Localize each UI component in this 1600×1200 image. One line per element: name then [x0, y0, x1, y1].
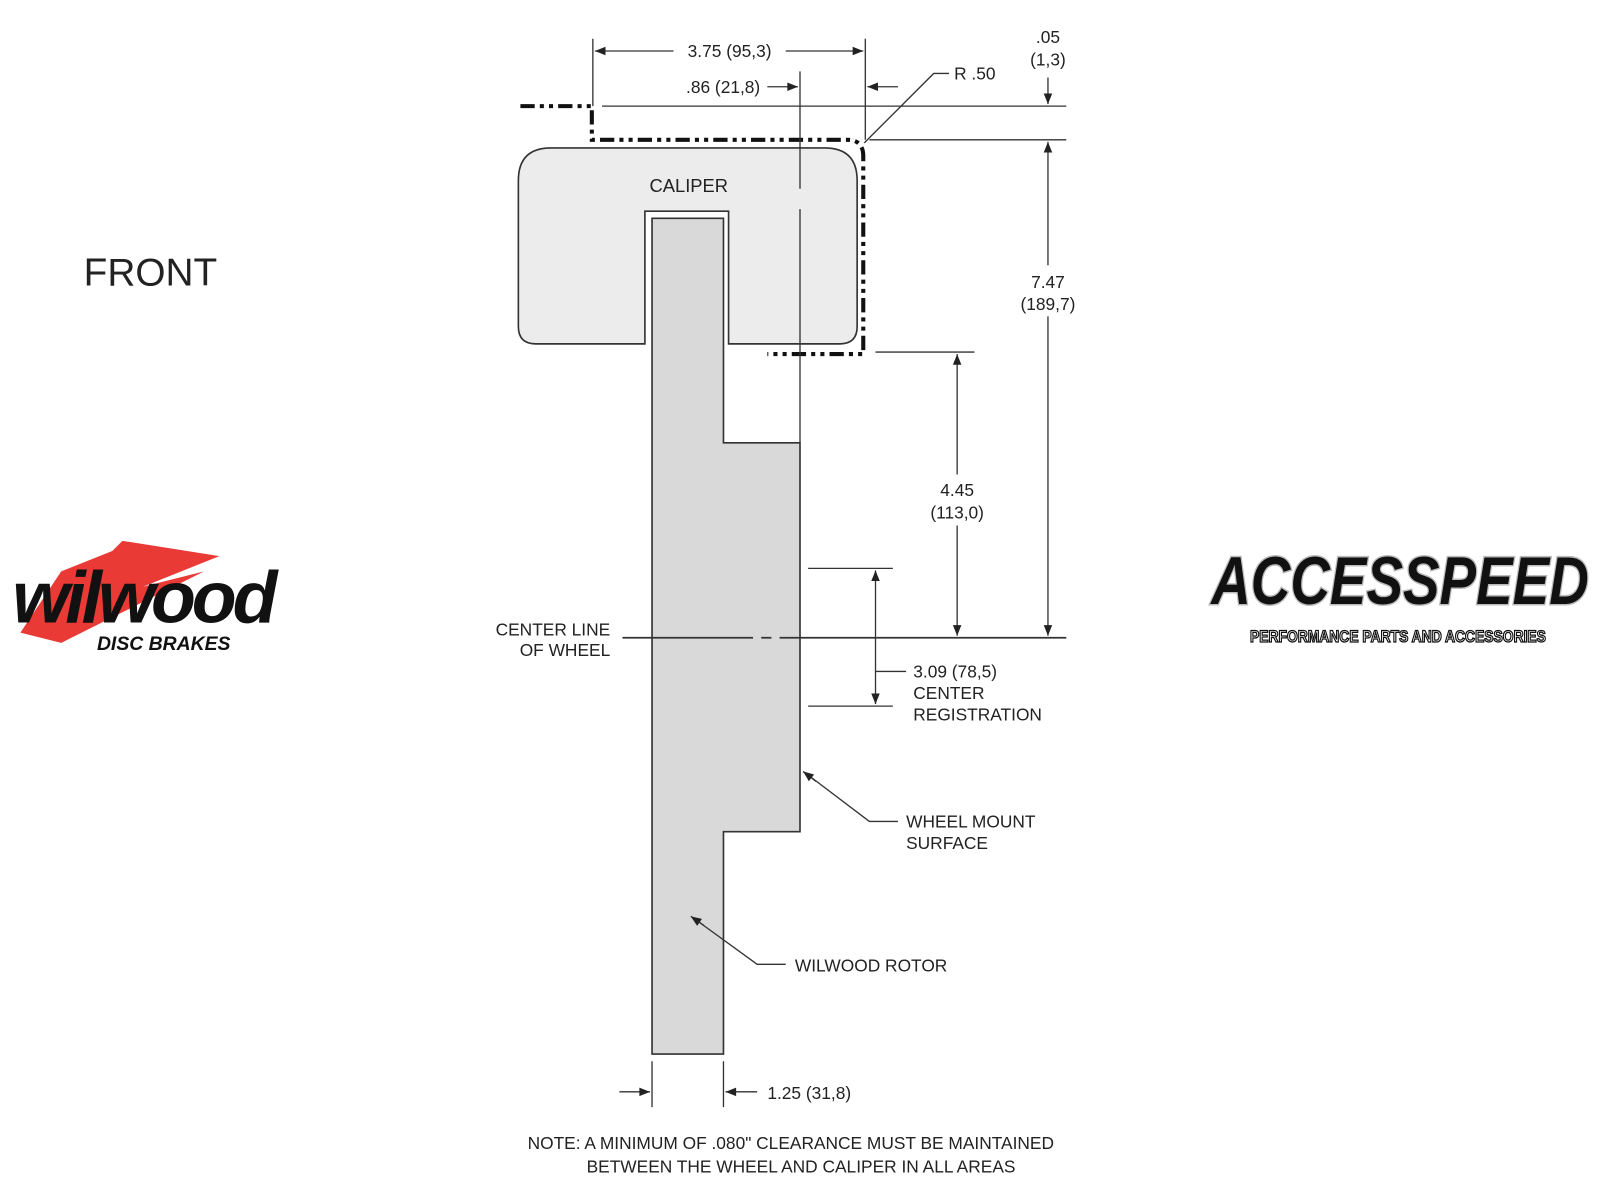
dim-gap-in: .05	[1036, 27, 1060, 47]
dim-gap-mm: (1,3)	[1030, 49, 1066, 69]
caliper-label: CALIPER	[649, 175, 728, 196]
dim-rotor-thickness: 1.25 (31,8)	[767, 1083, 851, 1103]
caliper-shape	[517, 147, 858, 345]
dim-caliper-height-in: 4.45	[940, 480, 974, 500]
dim-total-height-mm: (189,7)	[1021, 294, 1076, 314]
center-line-label-2: OF WHEEL	[520, 640, 611, 660]
svg-text:ACCESSPEED: ACCESSPEED	[1210, 544, 1589, 619]
wheel-mount-label-2: SURFACE	[906, 833, 988, 853]
extension-lines	[592, 38, 866, 140]
dim-registration-label-2: REGISTRATION	[913, 704, 1042, 724]
dim-offset: .86 (21,8)	[686, 77, 760, 97]
wheel-clearance-envelope	[520, 104, 866, 357]
note-line-2: BETWEEN THE WHEEL AND CALIPER IN ALL ARE…	[587, 1156, 1016, 1176]
dim-radius: R .50	[954, 64, 995, 84]
center-line-label-1: CENTER LINE	[496, 620, 611, 640]
dim-registration-label-1: CENTER	[913, 683, 984, 703]
dim-total-height-in: 7.47	[1031, 272, 1065, 292]
view-label: FRONT	[84, 252, 218, 295]
rotor-shape	[651, 217, 801, 1055]
accesspeed-logo: ACCESSPEED PERFORMANCE PARTS AND ACCESSO…	[1208, 543, 1590, 647]
dim-overall-width: 3.75 (95,3)	[688, 41, 772, 61]
svg-text:wilwood: wilwood	[12, 555, 279, 638]
dim-caliper-height-mm: (113,0)	[930, 502, 984, 522]
note-line-1: NOTE: A MINIMUM OF .080" CLEARANCE MUST …	[528, 1133, 1054, 1153]
wilwood-tagline: DISC BRAKES	[97, 633, 231, 655]
dim-registration: 3.09 (78,5)	[913, 662, 997, 682]
rotor-label: WILWOOD ROTOR	[795, 955, 947, 975]
wheel-mount-label-1: WHEEL MOUNT	[906, 812, 1036, 832]
accesspeed-tagline: PERFORMANCE PARTS AND ACCESSORIES	[1250, 628, 1546, 646]
wilwood-logo: wilwood DISC BRAKES	[12, 540, 284, 655]
